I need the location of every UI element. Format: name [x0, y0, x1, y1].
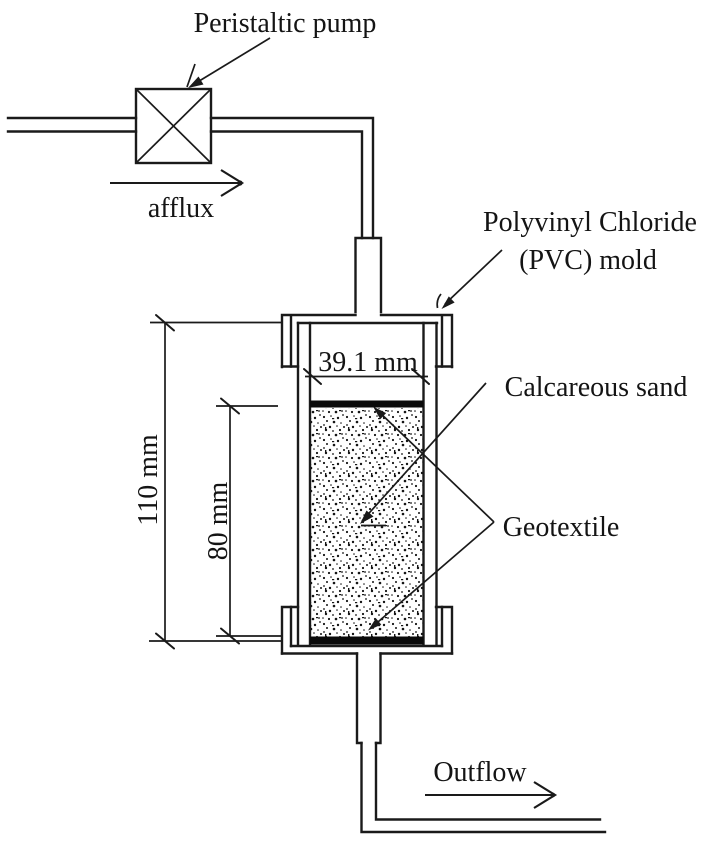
geotextile-label: Geotextile [503, 512, 620, 543]
pvc-leader-arrow [436, 249, 503, 309]
dimension-39mm [303, 368, 430, 385]
geotextile-leader-arrows [368, 406, 495, 631]
outflow-label: Outflow [433, 757, 527, 788]
inner-diameter-value: 39.1 mm [318, 347, 418, 378]
specimen-height-value: 80 mm [203, 482, 234, 561]
afflux-label: afflux [148, 193, 214, 224]
mold-bottom-connector [355, 652, 382, 745]
dimension-80mm [216, 397, 281, 645]
calcareous-sand-fill [311, 408, 423, 637]
pvc-mold-label-line2: (PVC) mold [519, 245, 657, 276]
pvc-mold-label-line1: Polyvinyl Chloride [483, 207, 697, 238]
mold-top-connector [354, 236, 383, 314]
outflow-flow-arrow [425, 781, 558, 809]
pvc-mold [280, 313, 454, 655]
outlet-pipe [360, 741, 607, 834]
calcareous-sand-label: Calcareous sand [505, 372, 688, 403]
peristaltic-pump-symbol [134, 87, 213, 165]
dimension-110mm [149, 314, 282, 650]
pump-leader-arrow [186, 37, 271, 88]
geotextile-top-layer [310, 400, 424, 408]
afflux-flow-arrow [110, 169, 245, 197]
inlet-pipe [6, 116, 375, 240]
calcareous-sand-leader-arrow [360, 382, 487, 527]
mold-height-value: 110 mm [133, 434, 164, 526]
geotextile-bottom-layer [310, 636, 424, 645]
peristaltic-pump-label: Peristaltic pump [194, 8, 377, 39]
